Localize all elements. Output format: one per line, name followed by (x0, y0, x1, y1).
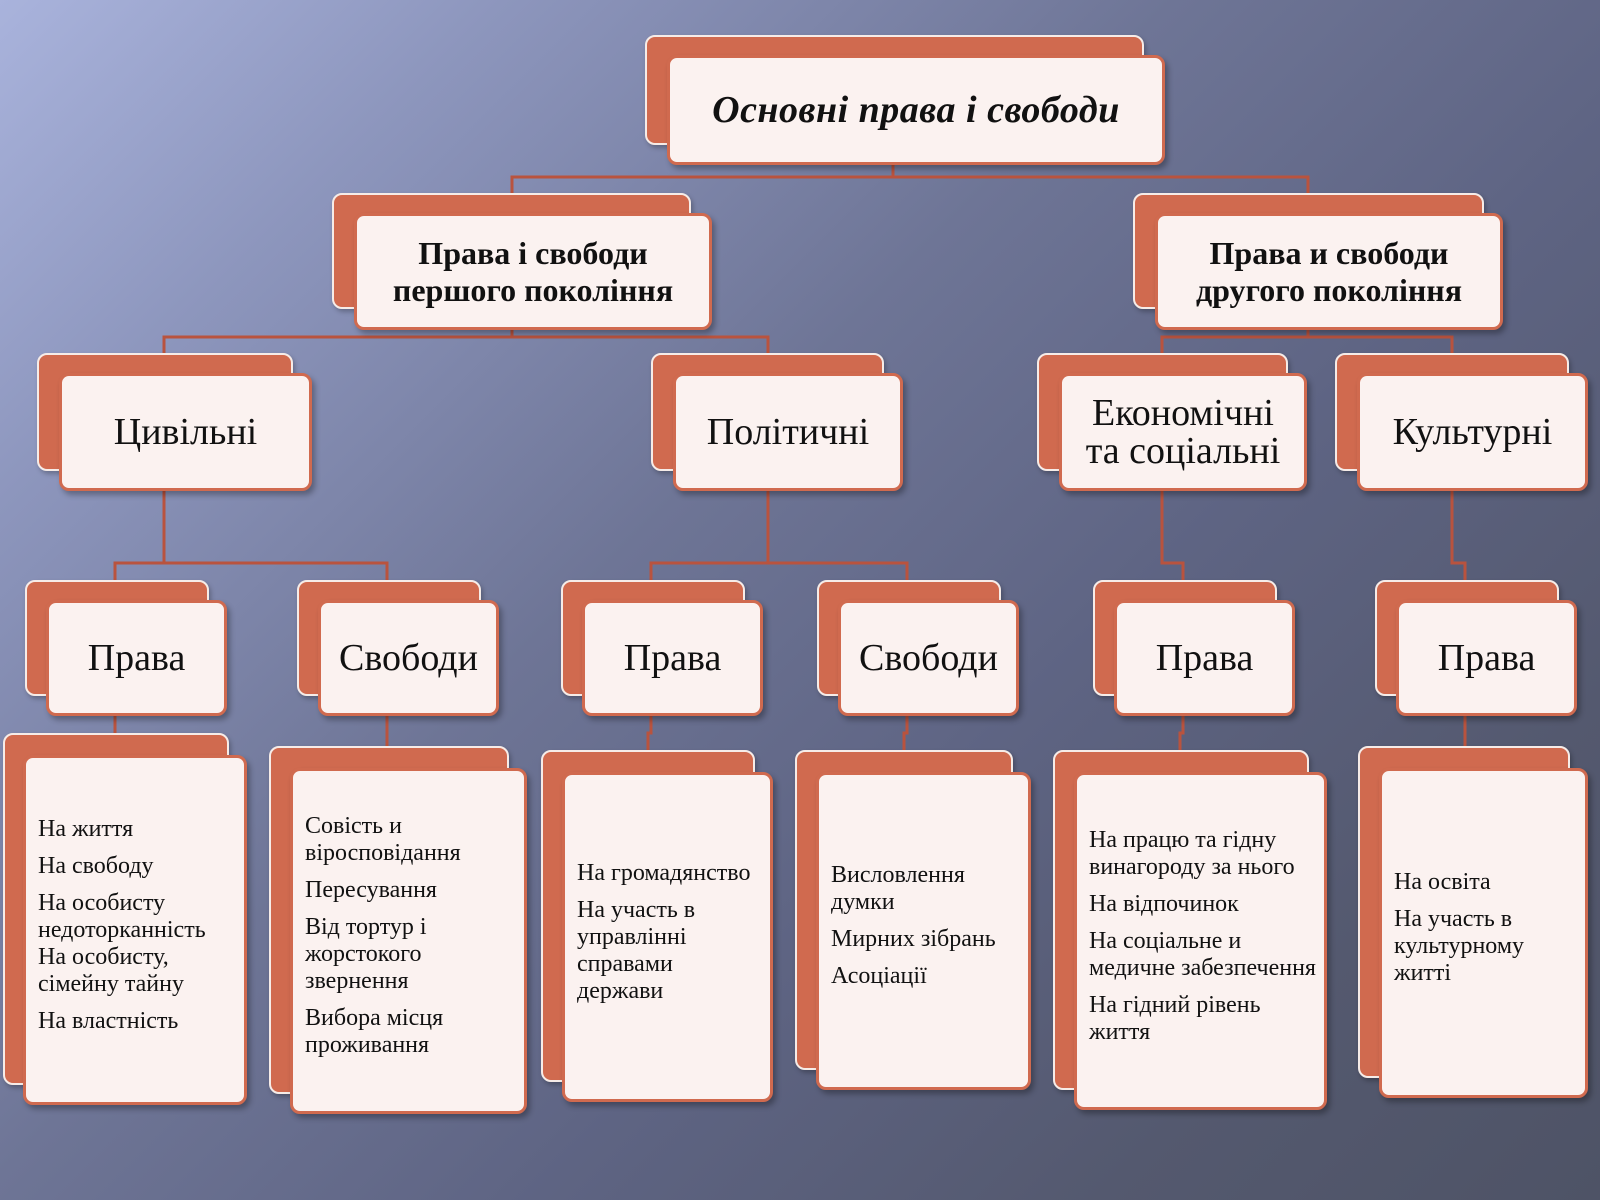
civil-freedoms-node: Свободи (297, 580, 499, 716)
category-political: Політичні (651, 353, 903, 491)
list-item: На участь в культурному житті (1394, 906, 1525, 986)
second-generation-line2: другого покоління (1195, 271, 1463, 308)
political-freedoms-label: Свободи (859, 637, 998, 679)
list-item: На соціальне и медичне забезпечення (1089, 927, 1316, 981)
connector-political-rights (649, 488, 770, 582)
connector-second-gen-economic (1160, 330, 1310, 355)
political-freedoms-list-node: Висловлення думки Мирних зібрань Асоціац… (795, 750, 1031, 1090)
list-item: На гідний рівень життя (1089, 991, 1261, 1045)
list-item: На працю та гідну винагороду за нього (1089, 826, 1295, 880)
political-rights-label: Права (623, 637, 722, 679)
civil-rights-list: На життя На свободу На особисту недоторк… (26, 816, 244, 1045)
cultural-rights-node: Права (1375, 580, 1577, 716)
category-economic-social: Економічні та соціальні (1037, 353, 1307, 491)
connector-civil-freedoms (164, 561, 389, 582)
economic-rights-list: На працю та гідну винагороду за нього На… (1077, 827, 1324, 1056)
list-item: Совість и віросповідання (305, 813, 461, 866)
connector-first-gen-political (512, 335, 770, 355)
cultural-rights-label: Права (1437, 637, 1536, 679)
list-item: Пересування (305, 877, 437, 903)
category-political-label: Політичні (706, 411, 870, 453)
list-item: На життя (38, 815, 134, 842)
list-item: Від тортур і жорстокого звернення (305, 914, 427, 994)
connector-civil-rights (113, 488, 166, 582)
list-item: На відпочинок (1089, 890, 1239, 917)
cultural-rights-list: На освіта На участь в культурному житті (1382, 869, 1585, 997)
title-node: Основні права і свободи (645, 35, 1165, 165)
connector-economic-rights-list (1178, 713, 1185, 752)
second-generation-line1: Права и свободи (1209, 234, 1449, 271)
civil-rights-list-node: На життя На свободу На особисту недоторк… (3, 733, 247, 1105)
list-item: Вибора місця проживання (305, 1005, 444, 1058)
category-civil: Цивільні (37, 353, 312, 491)
list-item: На свободу (38, 852, 154, 879)
category-cultural: Культурні (1335, 353, 1588, 491)
civil-freedoms-label: Свободи (339, 637, 478, 679)
economic-rights-node: Права (1093, 580, 1295, 716)
civil-rights-label: Права (87, 637, 186, 679)
connector-cultural-rights (1450, 488, 1467, 582)
economic-rights-label: Права (1155, 637, 1254, 679)
list-item: Мирних зібрань (831, 926, 996, 952)
economic-rights-list-node: На працю та гідну винагороду за нього На… (1053, 750, 1327, 1110)
political-rights-list: На громадянство На участь в управлінні с… (565, 860, 770, 1015)
category-civil-label: Цивільні (113, 411, 258, 453)
list-item: Асоціації (831, 963, 927, 989)
political-rights-list-node: На громадянство На участь в управлінні с… (541, 750, 773, 1102)
second-generation-node: Права и свободи другого покоління (1133, 193, 1503, 330)
list-item: На особисту, сімейну тайну (38, 943, 184, 997)
list-item: На властність (38, 1007, 179, 1034)
first-generation-node: Права і свободи першого покоління (332, 193, 712, 330)
political-rights-node: Права (561, 580, 763, 716)
connector-political-freedoms-list (902, 713, 909, 752)
connector-political-freedoms (768, 561, 909, 582)
connector-title-first-gen (510, 162, 895, 195)
list-item: Висловлення думки (831, 862, 965, 915)
category-economic-line1: Економічні (1092, 392, 1274, 434)
connector-political-rights-list (646, 713, 653, 752)
list-item: На особисту недоторканність (38, 889, 206, 943)
first-generation-line2: першого покоління (392, 271, 674, 308)
connector-title-second-gen (893, 175, 1310, 195)
political-freedoms-node: Свободи (817, 580, 1019, 716)
political-freedoms-list: Висловлення думки Мирних зібрань Асоціац… (819, 862, 1028, 1000)
title-text: Основні права і свободи (712, 89, 1120, 131)
category-economic-line2: та соціальні (1085, 430, 1281, 472)
connector-economic-rights (1160, 488, 1185, 582)
civil-freedoms-list: Совість и віросповідання Пересування Від… (293, 813, 524, 1069)
civil-rights-node: Права (25, 580, 227, 716)
cultural-rights-list-node: На освіта На участь в культурному житті (1358, 746, 1588, 1098)
connector-second-gen-cultural (1308, 335, 1454, 355)
list-item: На освіта (1394, 869, 1491, 895)
list-item: На громадянство (577, 859, 751, 886)
first-generation-line1: Права і свободи (418, 234, 648, 271)
list-item: На участь в управлінні справами держави (577, 896, 696, 1004)
civil-freedoms-list-node: Совість и віросповідання Пересування Від… (269, 746, 527, 1114)
category-cultural-label: Культурні (1392, 411, 1553, 453)
connector-first-gen-civil (162, 327, 514, 355)
